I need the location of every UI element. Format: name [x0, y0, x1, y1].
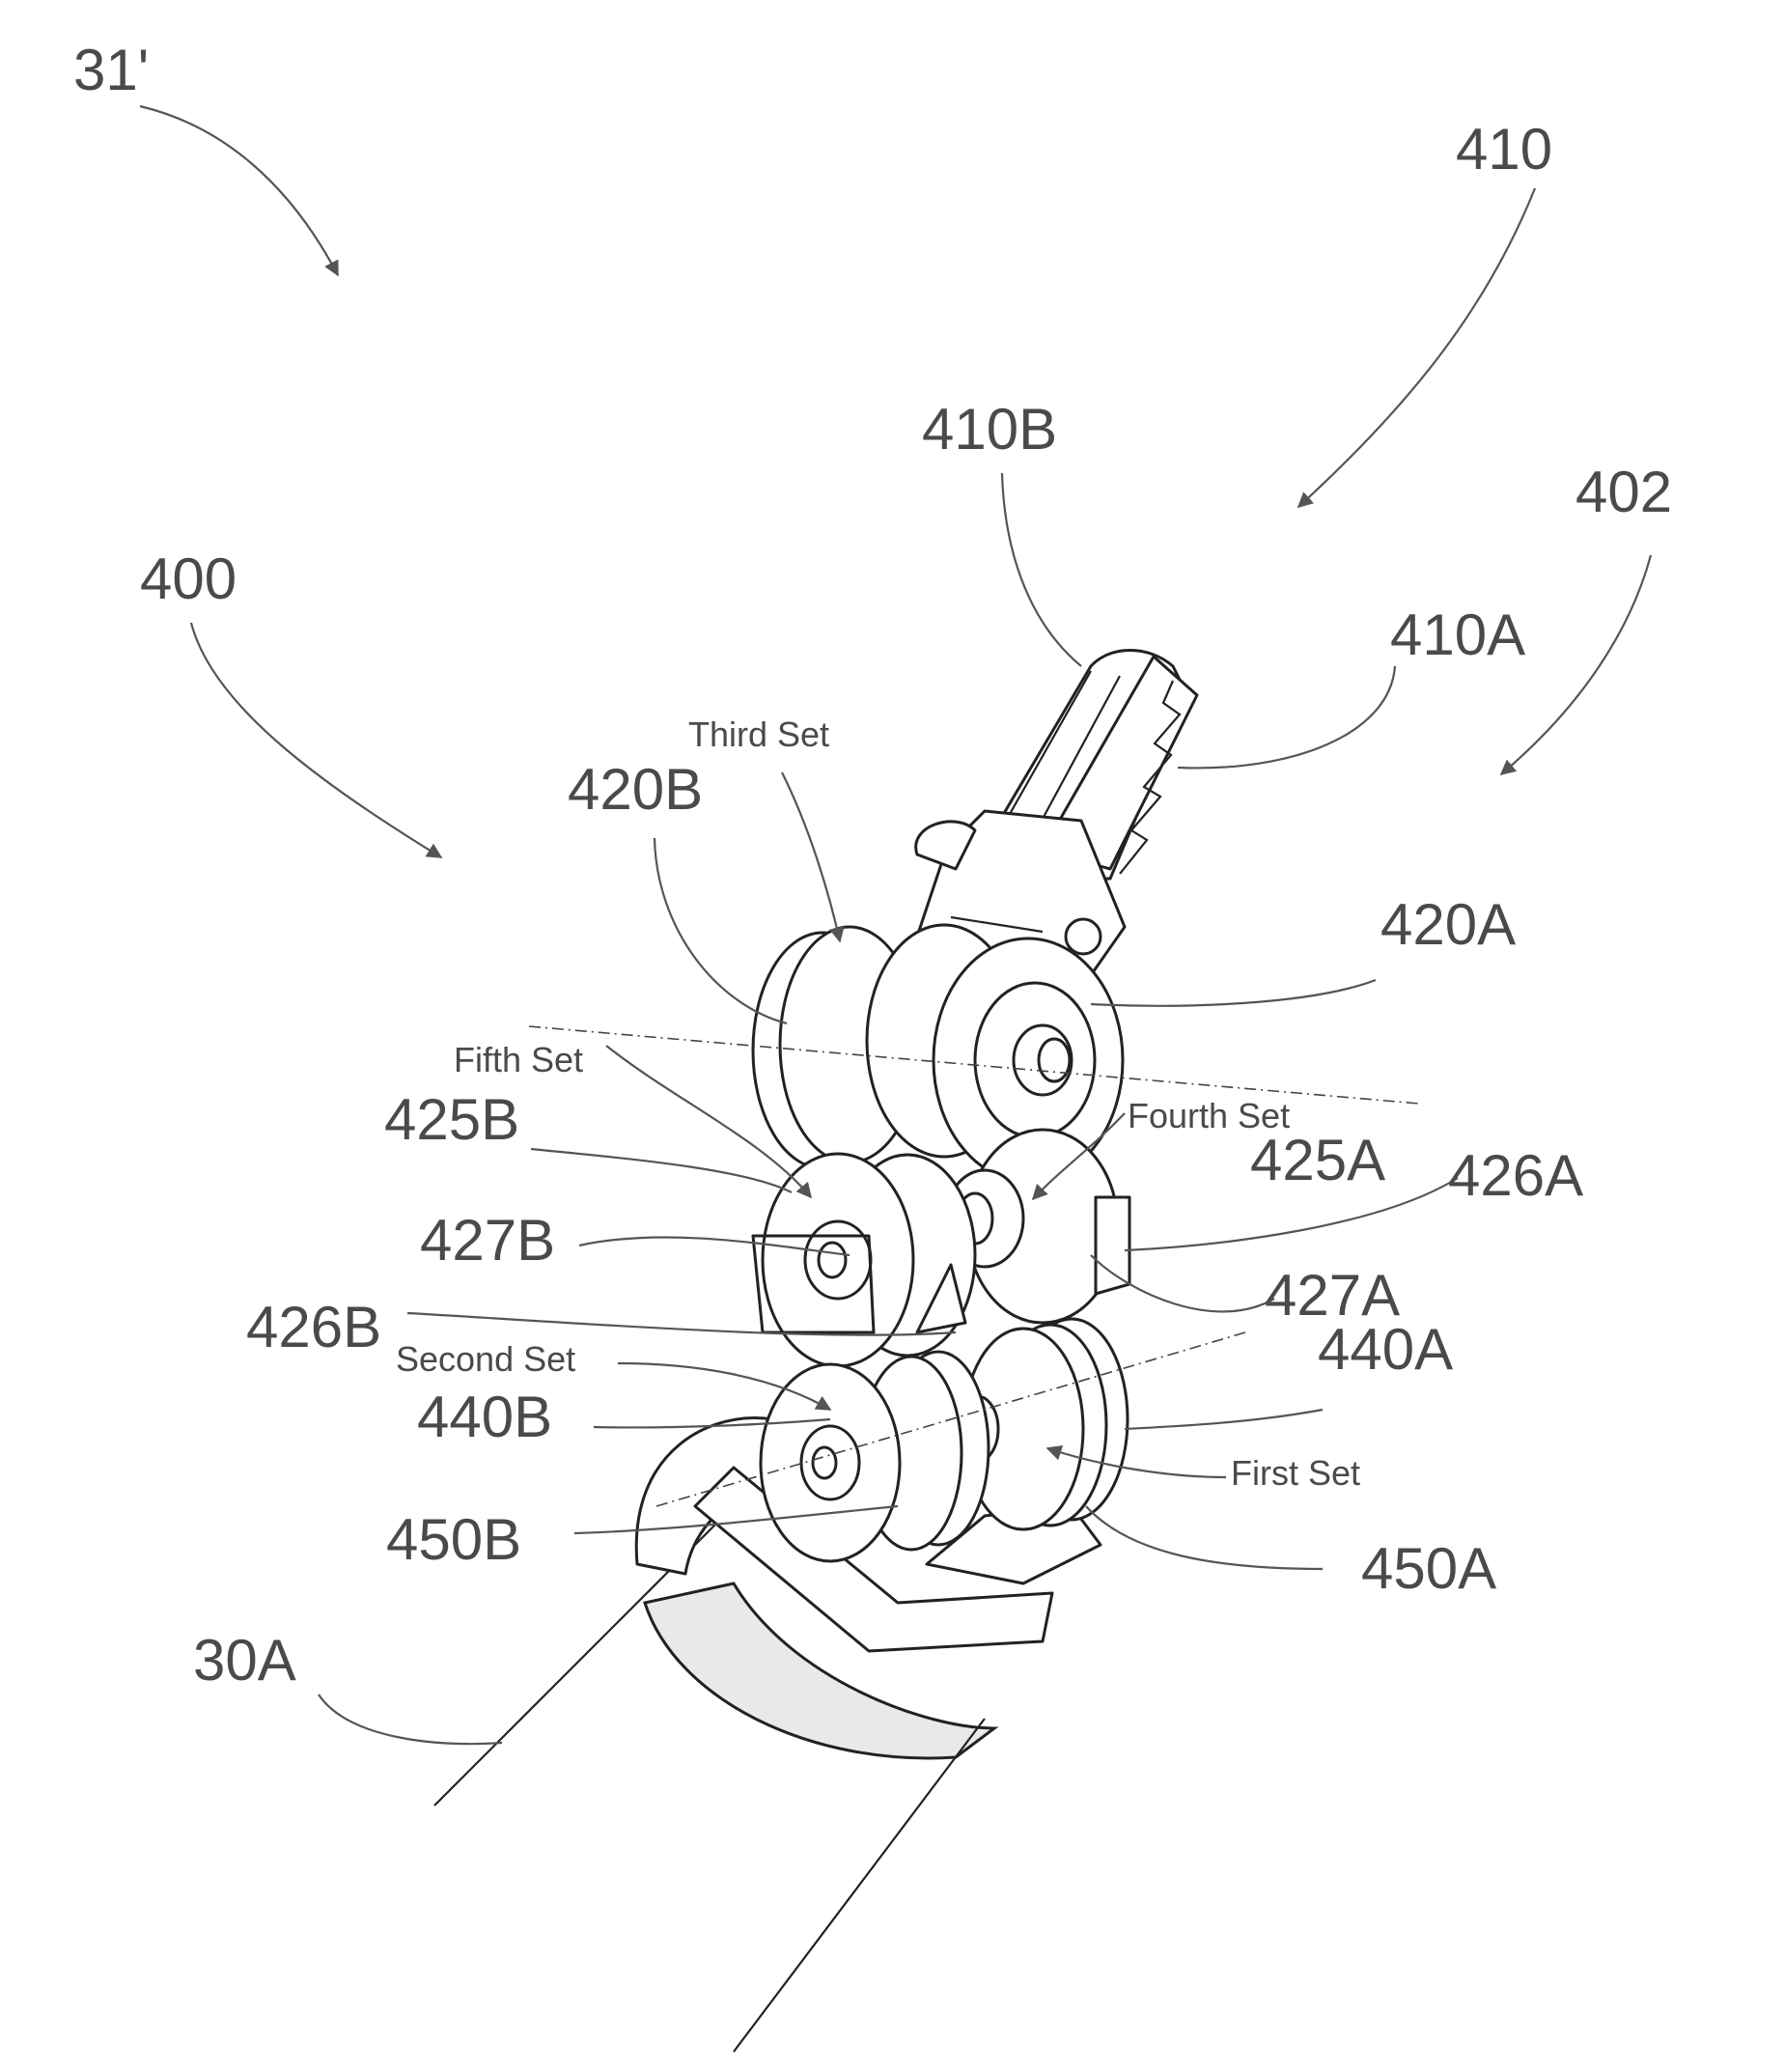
label-450A: 450A — [1361, 1536, 1496, 1601]
label-426B: 426B — [246, 1295, 381, 1359]
label-427B: 427B — [420, 1208, 555, 1273]
shaft-30A — [434, 1506, 994, 2052]
label-31prime: 31' — [73, 38, 149, 102]
label-420A: 420A — [1380, 892, 1516, 957]
label-fifth-set: Fifth Set — [454, 1040, 583, 1079]
label-fourth-set: Fourth Set — [1128, 1096, 1290, 1135]
label-440B: 440B — [417, 1385, 552, 1449]
label-425A: 425A — [1250, 1128, 1385, 1192]
label-440A: 440A — [1318, 1317, 1453, 1382]
label-30A: 30A — [193, 1628, 296, 1693]
label-400: 400 — [140, 546, 237, 611]
label-third-set: Third Set — [688, 714, 829, 754]
label-410B: 410B — [922, 397, 1057, 462]
label-first-set: First Set — [1231, 1453, 1360, 1493]
label-second-set: Second Set — [396, 1339, 575, 1379]
label-402: 402 — [1575, 460, 1672, 524]
label-420B: 420B — [568, 757, 703, 822]
label-410A: 410A — [1390, 602, 1525, 667]
end-effector-drawing — [434, 651, 1419, 2053]
label-425B: 425B — [384, 1087, 519, 1152]
label-410: 410 — [1456, 117, 1552, 182]
label-450B: 450B — [386, 1507, 521, 1572]
label-426A: 426A — [1448, 1143, 1583, 1208]
